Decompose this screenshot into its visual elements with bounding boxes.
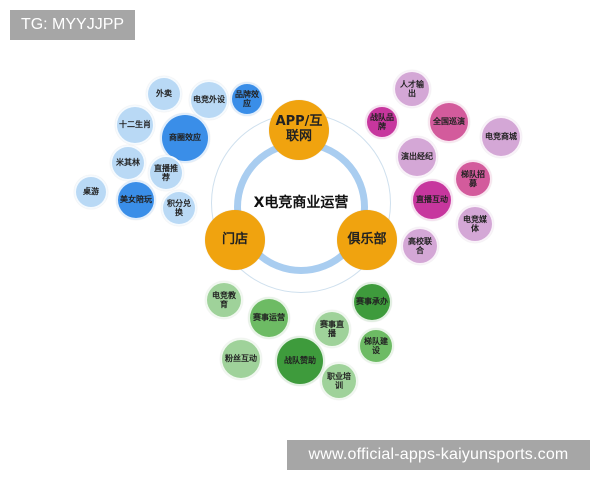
node-business-district: 商圈效应 bbox=[160, 113, 210, 163]
node-university-alliance: 高校联合 bbox=[401, 227, 439, 265]
node-esports-education: 电竞教育 bbox=[205, 281, 243, 319]
core-node-store: 门店 bbox=[205, 210, 265, 270]
node-brand-effect: 品牌效应 bbox=[230, 82, 264, 116]
node-zodiac: 十二生肖 bbox=[115, 105, 155, 145]
node-esports-peripherals: 电竞外设 bbox=[189, 80, 229, 120]
node-event-operations: 赛事运营 bbox=[248, 297, 290, 339]
diagram-title: X电竞商业运营 bbox=[253, 195, 349, 211]
node-live-interaction: 直播互动 bbox=[411, 179, 453, 221]
node-talent-output: 人才输出 bbox=[393, 70, 431, 108]
watermark-top: TG: MYYJJPP bbox=[10, 10, 135, 40]
node-live-recommend: 直播推荐 bbox=[148, 155, 184, 191]
core-node-club: 俱乐部 bbox=[337, 210, 397, 270]
core-node-app: APP/互联网 bbox=[269, 100, 329, 160]
node-companion-play: 美女陪玩 bbox=[116, 180, 156, 220]
node-echelon-recruit: 梯队招募 bbox=[454, 160, 492, 198]
node-esports-mall: 电竞商城 bbox=[480, 116, 522, 158]
node-fan-interaction: 粉丝互动 bbox=[220, 338, 262, 380]
node-pro-training: 职业培训 bbox=[320, 362, 358, 400]
node-event-live: 赛事直播 bbox=[313, 310, 351, 348]
node-team-brand: 战队品牌 bbox=[365, 105, 399, 139]
watermark-bottom: www.official-apps-kaiyunsports.com bbox=[287, 440, 590, 470]
node-national-tour: 全国巡演 bbox=[428, 101, 470, 143]
node-takeout: 外卖 bbox=[146, 76, 182, 112]
node-michelin: 米其林 bbox=[110, 145, 146, 181]
node-board-games: 桌游 bbox=[74, 175, 108, 209]
node-points-exchange: 积分兑换 bbox=[161, 190, 197, 226]
node-performance-agency: 演出经纪 bbox=[396, 136, 438, 178]
node-team-sponsorship: 战队赞助 bbox=[275, 336, 325, 386]
node-esports-media: 电竞媒体 bbox=[456, 205, 494, 243]
node-event-hosting: 赛事承办 bbox=[352, 282, 392, 322]
node-echelon-building: 梯队建设 bbox=[358, 328, 394, 364]
